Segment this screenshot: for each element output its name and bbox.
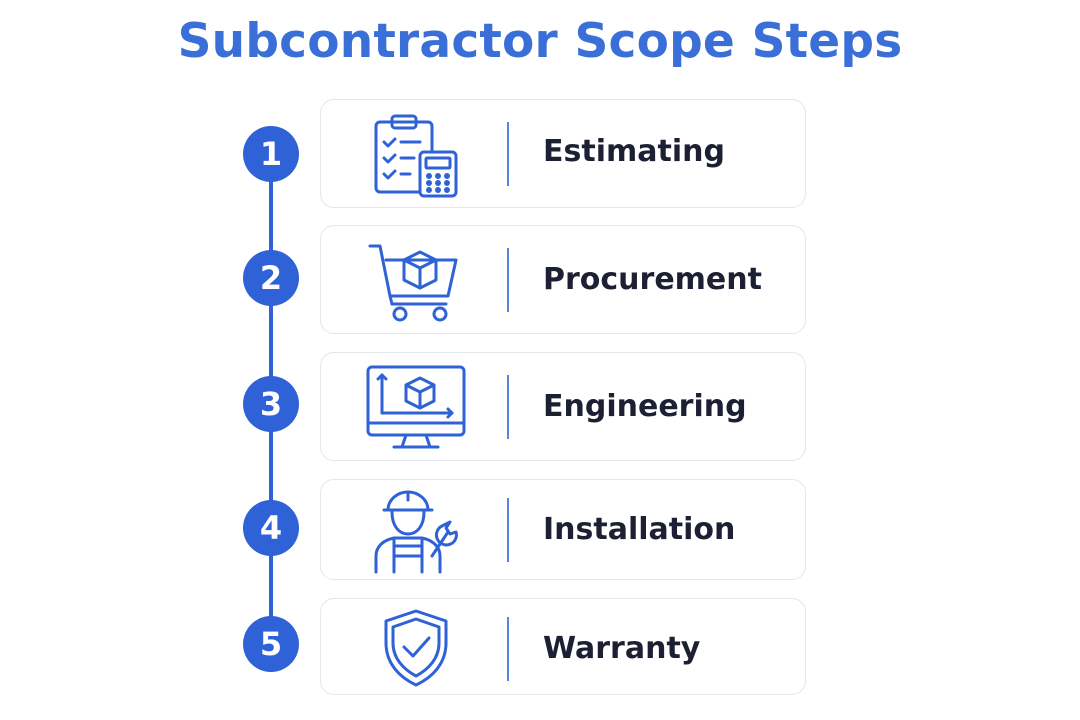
step-label-procurement: Procurement bbox=[543, 262, 762, 297]
shopping-cart-box-icon bbox=[361, 238, 471, 324]
step-card-installation: Installation bbox=[320, 479, 806, 580]
step-label-engineering: Engineering bbox=[543, 389, 747, 424]
step-card-estimating: Estimating bbox=[320, 99, 806, 208]
step-1-number-badge: 1 bbox=[243, 126, 299, 182]
step-2-number-badge: 2 bbox=[243, 250, 299, 306]
step-5-number-badge: 5 bbox=[243, 616, 299, 672]
step-label-installation: Installation bbox=[543, 512, 736, 547]
separator bbox=[507, 248, 509, 312]
step-label-estimating: Estimating bbox=[543, 134, 725, 169]
step-3-number-badge: 3 bbox=[243, 376, 299, 432]
separator bbox=[507, 617, 509, 681]
separator bbox=[507, 498, 509, 562]
step-label-warranty: Warranty bbox=[543, 631, 701, 666]
worker-wrench-icon bbox=[361, 485, 471, 577]
step-card-warranty: Warranty bbox=[320, 598, 806, 695]
step-card-procurement: Procurement bbox=[320, 225, 806, 334]
shield-check-icon bbox=[361, 605, 471, 691]
monitor-3d-design-icon bbox=[361, 365, 471, 451]
page-title: Subcontractor Scope Steps bbox=[177, 14, 903, 69]
separator bbox=[507, 122, 509, 186]
clipboard-calculator-icon bbox=[361, 112, 471, 198]
step-card-engineering: Engineering bbox=[320, 352, 806, 461]
separator bbox=[507, 375, 509, 439]
step-4-number-badge: 4 bbox=[243, 500, 299, 556]
